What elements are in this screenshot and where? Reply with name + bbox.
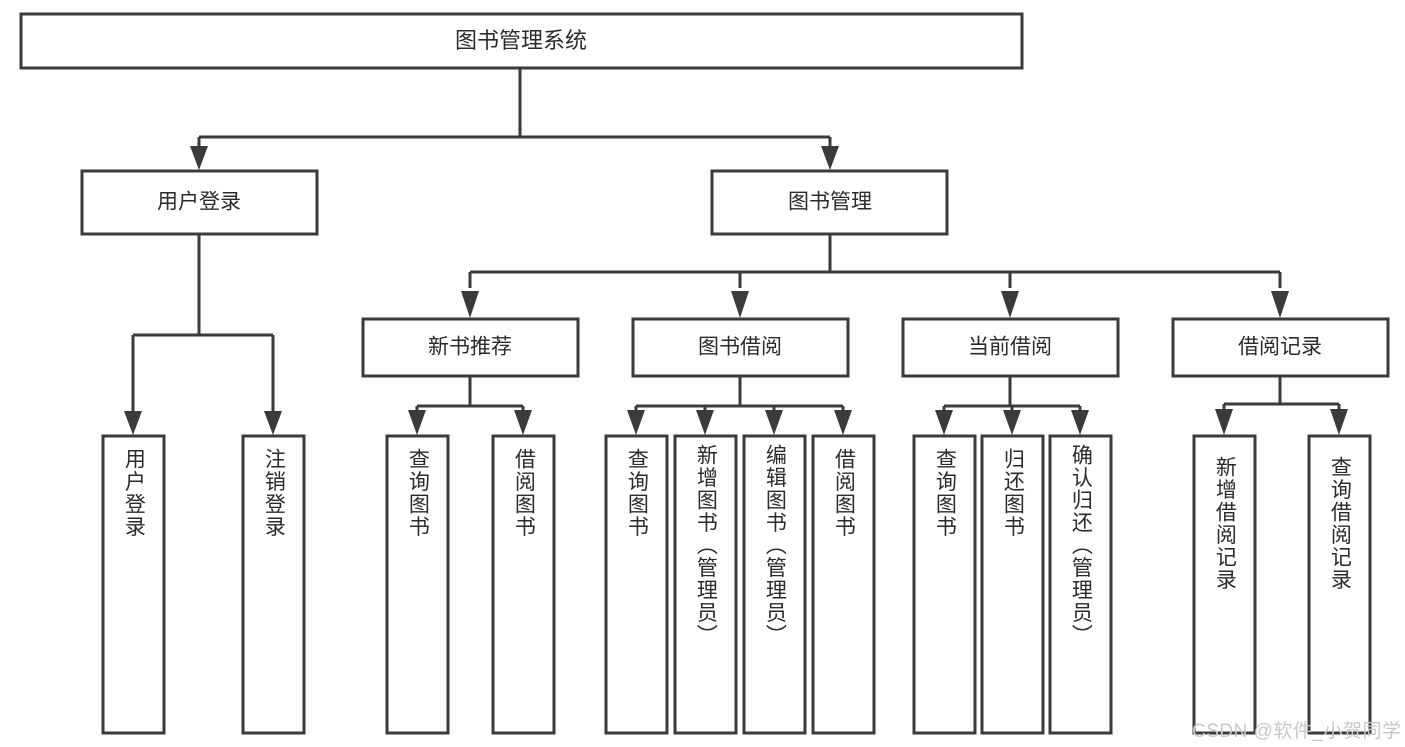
node-layer: 图书管理系统 用户登录 图书管理 新书推荐 图书借阅 当前 bbox=[19, 12, 1390, 735]
node-user-login-label: 用户登录 bbox=[157, 191, 241, 214]
arrow-current-l2 bbox=[1003, 410, 1021, 435]
leaf-box-borrow-book-2[interactable] bbox=[811, 434, 876, 735]
leaf-box-query-book-2[interactable] bbox=[604, 434, 669, 735]
node-root[interactable]: 图书管理系统 bbox=[19, 12, 1024, 70]
node-user-login-box[interactable] bbox=[80, 169, 319, 236]
arrow-root-to-login bbox=[190, 146, 208, 170]
arrow-borrow-l1 bbox=[627, 410, 645, 435]
leaf-box-query-borrow-record[interactable] bbox=[1307, 434, 1372, 735]
node-new-book-recommend[interactable]: 新书推荐 bbox=[361, 317, 580, 378]
arrow-root-to-bookmgmt bbox=[821, 146, 839, 170]
arrow-newbook-l2 bbox=[514, 410, 532, 435]
node-current-borrow[interactable]: 当前借阅 bbox=[901, 317, 1120, 378]
node-root-box[interactable] bbox=[19, 12, 1024, 70]
arrow-login-leaf2 bbox=[264, 411, 282, 435]
leaf-box-return-book[interactable] bbox=[980, 434, 1045, 735]
arrow-record-l1 bbox=[1215, 409, 1233, 435]
arrow-borrow-l3 bbox=[765, 410, 783, 435]
leaf-box-add-book-admin[interactable] bbox=[673, 434, 738, 735]
node-book-borrow-label: 图书借阅 bbox=[698, 336, 782, 359]
node-book-management-label: 图书管理 bbox=[788, 191, 872, 214]
leaf-box-confirm-return-admin[interactable] bbox=[1048, 434, 1113, 735]
arrow-to-newbook bbox=[461, 291, 479, 318]
leaf-box-logout[interactable] bbox=[241, 434, 306, 735]
node-root-label: 图书管理系统 bbox=[455, 28, 587, 53]
node-current-borrow-box[interactable] bbox=[901, 317, 1120, 378]
node-book-borrow-box[interactable] bbox=[631, 317, 850, 378]
node-borrow-record-box[interactable] bbox=[1171, 317, 1390, 378]
node-current-borrow-label: 当前借阅 bbox=[968, 336, 1052, 359]
leaf-box-query-book-3[interactable] bbox=[912, 434, 977, 735]
arrow-record-l2 bbox=[1330, 409, 1348, 435]
leaf-box-user-login[interactable] bbox=[101, 434, 166, 735]
node-user-login[interactable]: 用户登录 bbox=[80, 169, 319, 236]
arrow-to-current bbox=[1001, 291, 1019, 318]
leaf-box-query-book-1[interactable] bbox=[385, 434, 450, 735]
leaf-box-add-borrow-record[interactable] bbox=[1192, 434, 1257, 735]
node-book-borrow[interactable]: 图书借阅 bbox=[631, 317, 850, 378]
arrow-newbook-l1 bbox=[408, 410, 426, 435]
arrow-borrow-l2 bbox=[696, 410, 714, 435]
leaf-box-borrow-book-1[interactable] bbox=[491, 434, 556, 735]
arrow-current-l3 bbox=[1071, 410, 1089, 435]
node-borrow-record-label: 借阅记录 bbox=[1238, 336, 1322, 359]
node-book-management[interactable]: 图书管理 bbox=[710, 169, 949, 236]
node-new-book-recommend-label: 新书推荐 bbox=[428, 336, 512, 359]
leaf-box-edit-book-admin[interactable] bbox=[742, 434, 807, 735]
arrow-to-record bbox=[1271, 291, 1289, 318]
node-new-book-recommend-box[interactable] bbox=[361, 317, 580, 378]
arrow-borrow-l4 bbox=[834, 410, 852, 435]
node-borrow-record[interactable]: 借阅记录 bbox=[1171, 317, 1390, 378]
arrow-to-borrow bbox=[731, 291, 749, 318]
csdn-watermark: CSDN @软件_小贺同学 bbox=[1192, 721, 1402, 742]
arrow-current-l1 bbox=[935, 410, 953, 435]
connector-layer bbox=[124, 68, 1348, 435]
arrow-login-leaf1 bbox=[124, 411, 142, 435]
node-book-management-box[interactable] bbox=[710, 169, 949, 236]
